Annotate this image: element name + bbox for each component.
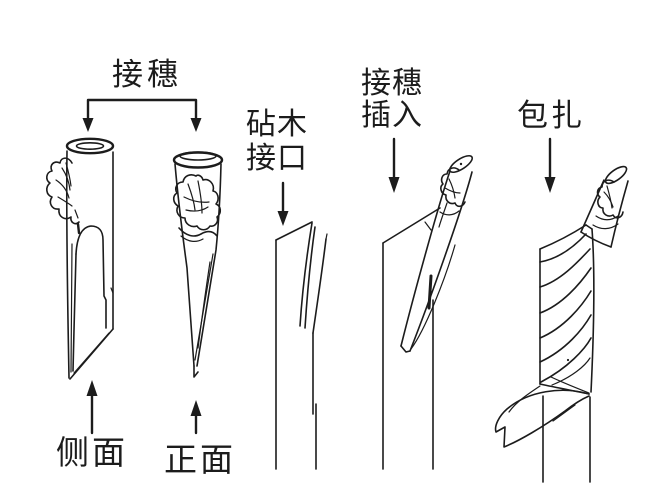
up-arrow-front-view [190, 400, 202, 435]
up-arrow-side-view [86, 380, 98, 435]
rootstock-incision-drawing [275, 221, 328, 470]
scion-side-view-drawing [46, 137, 115, 380]
bud-sketch [592, 179, 624, 230]
wrapped-graft-drawing [494, 165, 629, 483]
label-scion: 接穗 [112, 57, 182, 92]
down-arrow-scion-insertion [388, 137, 400, 193]
label-scion-insertion: 接穗 插入 [361, 67, 423, 132]
down-arrow-stock-incision [277, 181, 289, 226]
ribbon-tail-sketch [494, 385, 590, 448]
bud-sketch [172, 174, 222, 242]
scion-inserted-drawing [382, 154, 474, 470]
down-arrow-wrapping [544, 137, 556, 193]
label-side-view: 侧面 [56, 436, 128, 472]
label-wrapping: 包扎 [517, 98, 585, 133]
scion-front-view-drawing [172, 151, 224, 378]
bud-sketch [46, 157, 81, 235]
label-stock-incision: 砧木 接口 [246, 108, 308, 175]
bud-sketch [438, 167, 466, 228]
wrap-band-sketch [539, 224, 612, 395]
label-front-view: 正面 [164, 443, 236, 479]
scion-bracket-down-arrows [82, 98, 202, 132]
